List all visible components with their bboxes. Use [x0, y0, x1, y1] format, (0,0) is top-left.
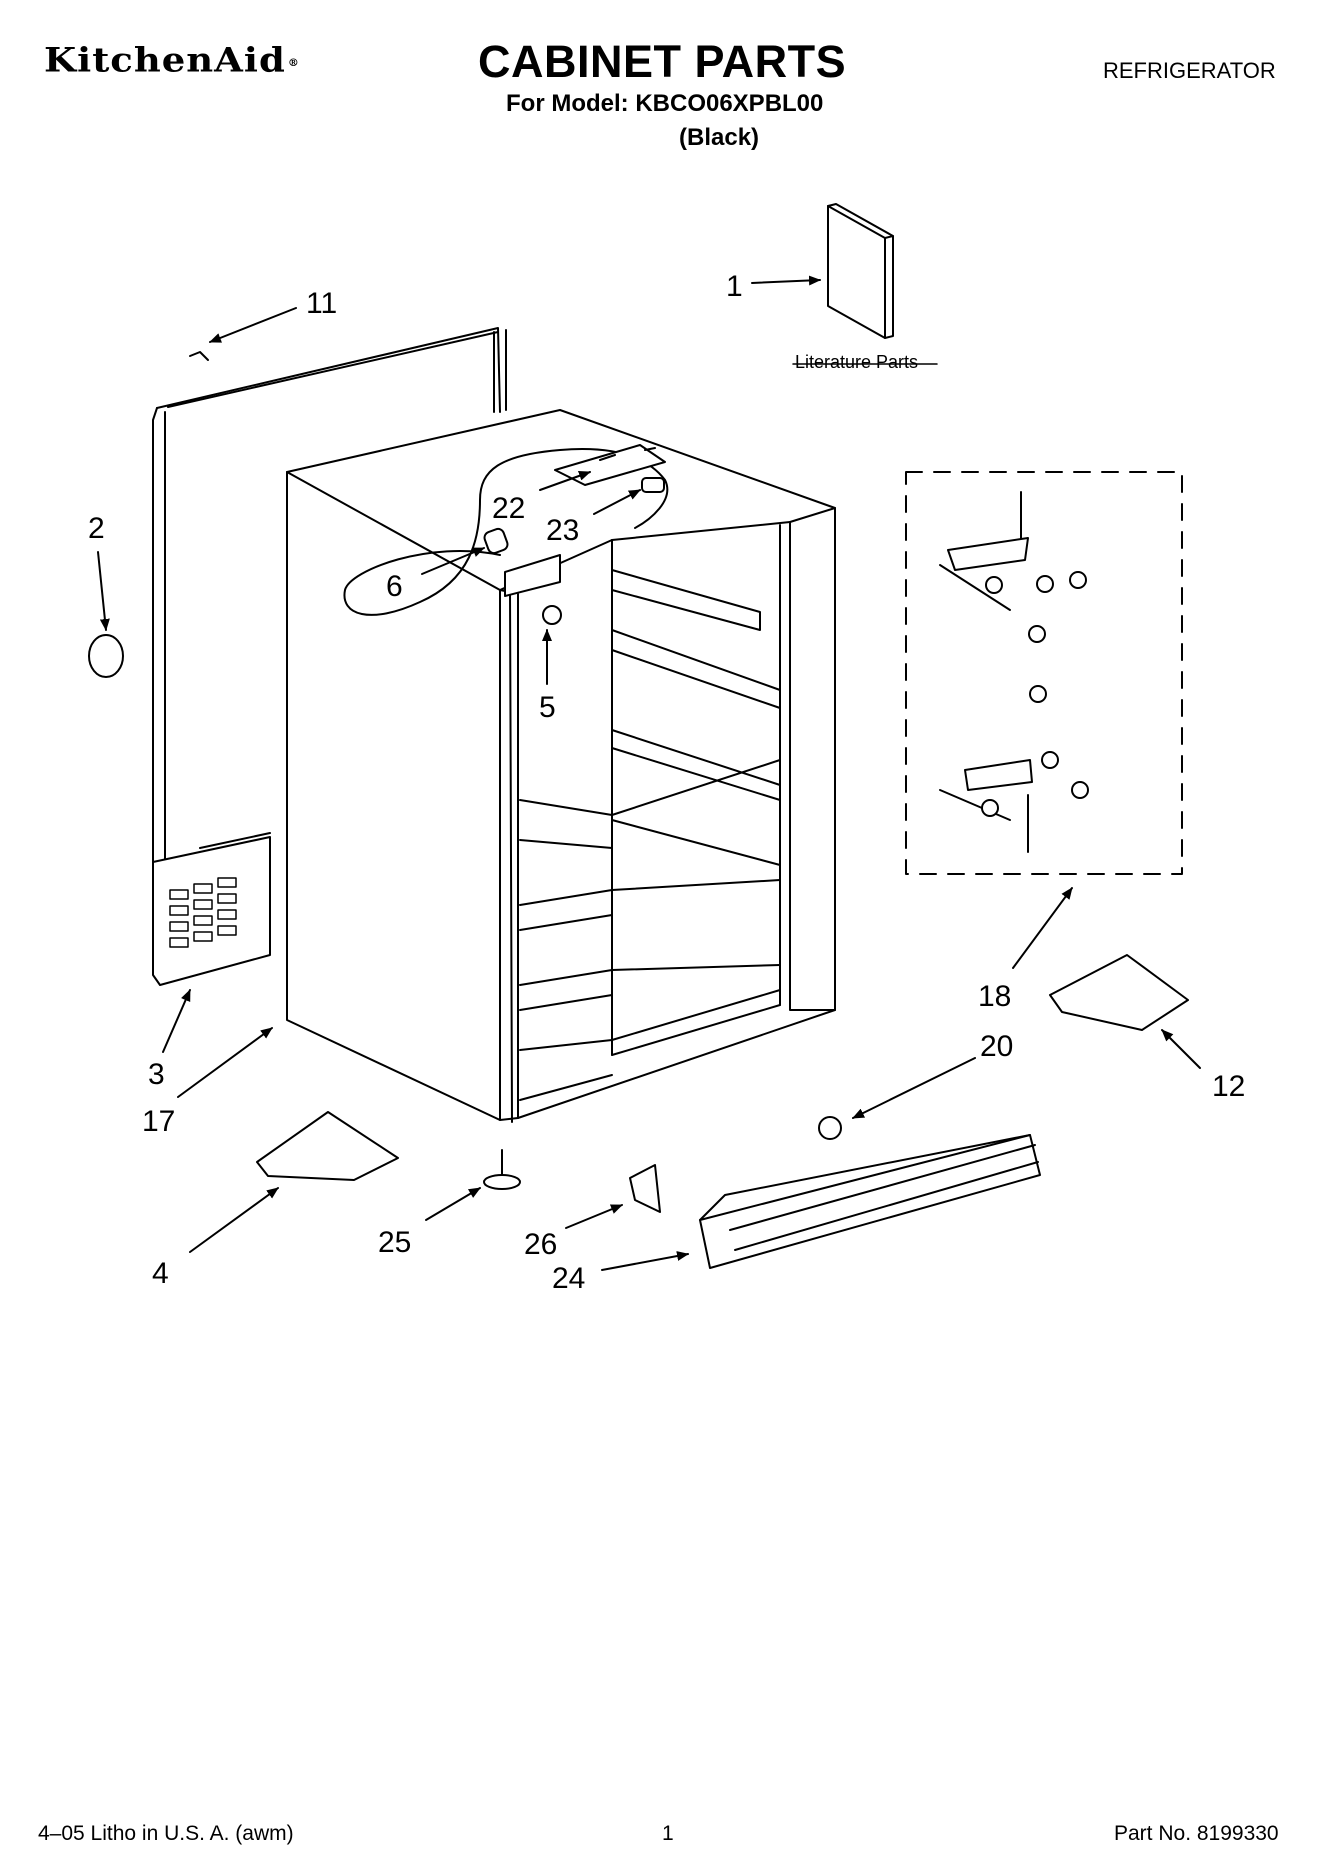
callout-4: 4 — [152, 1257, 169, 1290]
screw — [818, 1116, 842, 1140]
callout-12: 12 — [1212, 1070, 1245, 1103]
callout-leaders — [97, 275, 1201, 1271]
cabinet-body — [286, 409, 836, 1123]
callout-25: 25 — [378, 1226, 411, 1259]
model-number: For Model: KBCO06XPBL00 — [506, 90, 824, 117]
callout-11: 11 — [306, 287, 337, 320]
leveling-leg-right — [1049, 954, 1189, 1031]
top-bracket — [504, 554, 561, 597]
appliance-type: REFRIGERATOR — [1103, 58, 1276, 83]
callout-23: 23 — [546, 514, 579, 547]
leveling-leg-left — [256, 1111, 399, 1181]
leveling-foot — [483, 1149, 521, 1190]
registered-mark: ® — [287, 57, 300, 69]
callout-18: 18 — [978, 980, 1011, 1013]
plug-button — [88, 634, 124, 678]
callout-22: 22 — [492, 492, 525, 525]
back-panel — [152, 327, 507, 873]
model-color: (Black) — [679, 124, 760, 151]
callout-26: 26 — [524, 1228, 557, 1261]
rear-grille — [152, 832, 271, 986]
literature-booklet — [827, 203, 894, 339]
callout-1: 1 — [726, 270, 743, 303]
literature-label: Literature Parts — [795, 352, 918, 372]
callout-17: 17 — [142, 1105, 175, 1138]
callout-2: 2 — [88, 512, 105, 545]
brand-name: KitchenAid — [44, 40, 286, 80]
callout-6: 6 — [386, 570, 403, 603]
callout-5: 5 — [539, 691, 556, 724]
footer-page-number: 1 — [662, 1822, 674, 1845]
brand-logo: KitchenAid® — [44, 40, 300, 80]
callout-20: 20 — [980, 1030, 1013, 1063]
footer-litho: 4–05 Litho in U.S. A. (awm) — [38, 1822, 294, 1845]
callout-24: 24 — [552, 1262, 585, 1295]
callout-3: 3 — [148, 1058, 165, 1091]
clip — [629, 1164, 661, 1213]
hinge-kit-box — [905, 471, 1183, 875]
toe-grille — [699, 1134, 1041, 1269]
hinge-kit — [939, 491, 1089, 853]
page-title: CABINET PARTS — [478, 36, 847, 87]
footer-part-number: Part No. 8199330 — [1114, 1822, 1279, 1845]
back-panel-screw — [189, 351, 209, 361]
